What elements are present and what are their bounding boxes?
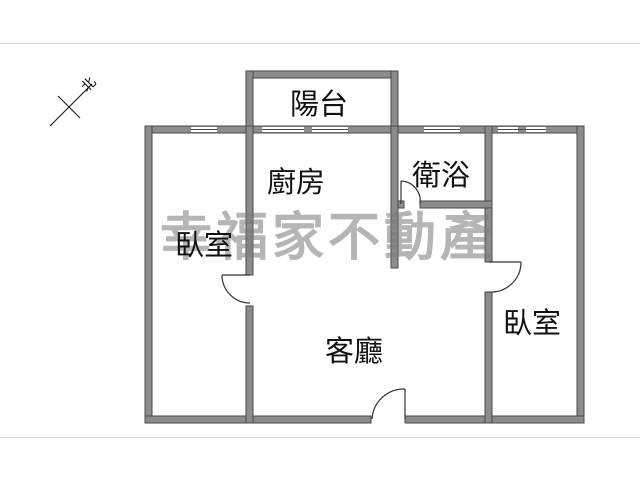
walls: [144, 70, 585, 424]
room-label-bedroom-right: 臥室: [503, 306, 562, 340]
wall-right: [576, 125, 585, 424]
compass: [49, 83, 93, 127]
doors: [221, 180, 522, 420]
room-label-kitchen: 廚房: [267, 165, 326, 199]
room-label-bedroom-left: 臥室: [175, 228, 234, 262]
wall-bedroom-left-lower: [245, 305, 254, 424]
room-label-bathroom: 衛浴: [412, 158, 471, 192]
wall-bottom-left: [144, 415, 372, 424]
bottom-border-line: [0, 437, 640, 438]
door-bedroom-right-swing: [488, 261, 522, 293]
compass-arrow: [49, 83, 93, 127]
watermark-logo: 幸福家不動產: [160, 208, 497, 268]
wall-bath-bottom: [419, 200, 493, 209]
compass-cross: [57, 95, 81, 119]
wall-balcony-top: [245, 70, 399, 79]
wall-balcony-right: [390, 70, 399, 134]
room-label-living-room: 客廳: [325, 334, 384, 368]
wall-left: [144, 125, 153, 424]
wall-kitchen-divider: [390, 125, 399, 269]
wall-bedroom-right-left: [484, 291, 493, 424]
door-bedroom-left-swing: [221, 274, 251, 304]
room-label-balcony: 陽台: [290, 87, 349, 121]
top-border-line: [0, 43, 640, 44]
door-bath-swing: [400, 180, 421, 205]
wall-bottom-right: [404, 415, 585, 424]
wall-balcony-left: [245, 70, 254, 134]
door-entrance-swing: [371, 388, 406, 420]
wall-bath-right: [484, 125, 493, 263]
